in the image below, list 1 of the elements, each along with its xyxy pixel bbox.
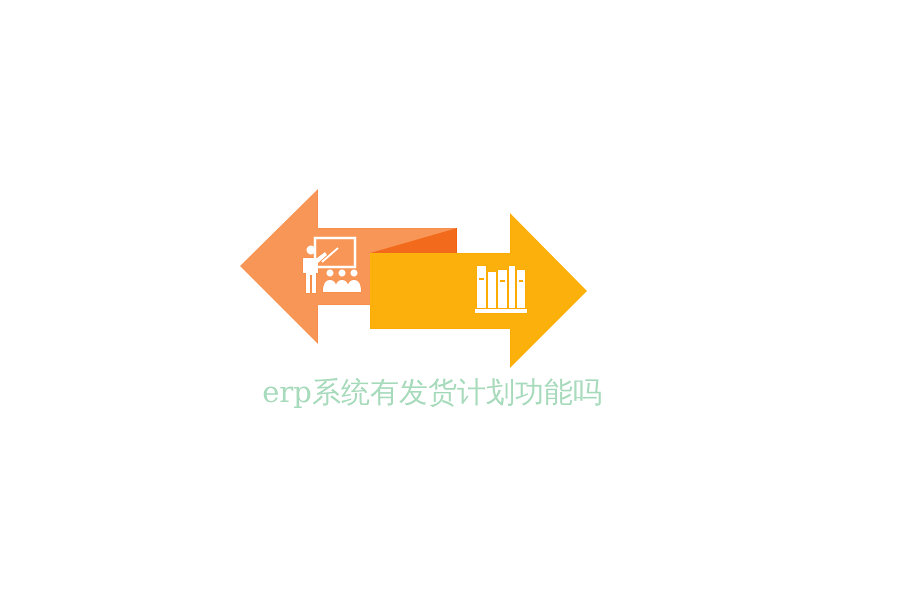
title: erp系统有发货计划功能吗	[261, 374, 603, 411]
